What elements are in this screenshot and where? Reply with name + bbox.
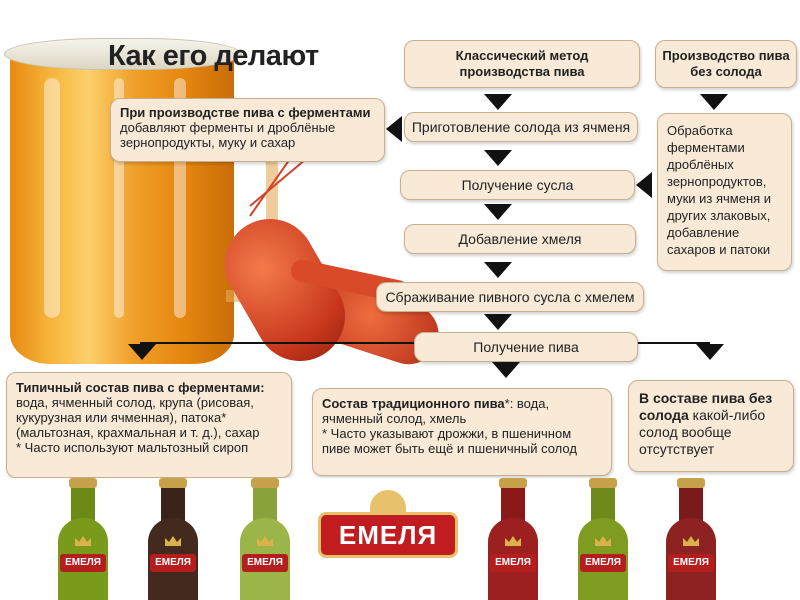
composition-no-malt-bold: В составе пива без солода [639,390,773,423]
branch-line-right [638,342,710,344]
bottle-brand-label: ЕМЕЛЯ [580,554,626,572]
arrow-down-1 [484,94,512,110]
arrow-down-enzyme-composition [128,344,156,360]
flow-step-fermentation-label: Сбраживание пивного сусла с хмелем [385,289,635,305]
bottles-strip: ЕМЕЛЯ ЕМЕЛЯ ЕМЕЛЯ ЕМЕЛЯ ЕМЕЛЯ ЕМЕЛЯ ЕМЕЛ… [0,478,800,600]
beer-glass-illustration [4,38,278,368]
composition-traditional-text: *: вода, ячменный солод, хмель [322,396,550,426]
arrow-down-4 [484,262,512,278]
flow-step-hops: Добавление хмеля [404,224,636,254]
no-malt-process: Обработка ферментами дроблёных зернопрод… [657,113,792,271]
bottle-brand-label: ЕМЕЛЯ [242,554,288,572]
bottle-brand-label: ЕМЕЛЯ [60,554,106,572]
flow-step-wort: Получение сусла [400,170,635,200]
bottle-brand-label: ЕМЕЛЯ [490,554,536,572]
arrow-down-5 [484,314,512,330]
enzyme-note: При производстве пива с ферментами добав… [110,98,385,162]
composition-traditional-note: * Часто указывают дрожжи, в пшеничном пи… [322,426,577,456]
flow-step-wort-label: Получение сусла [461,177,574,193]
branch-line-left [140,342,414,344]
composition-enzyme-note: * Часто используют мальтозный сироп [16,440,249,455]
bottle-brand-label: ЕМЕЛЯ [668,554,714,572]
arrow-down-traditional-composition [492,362,520,378]
flow-step-beer: Получение пива [414,332,638,362]
arrow-down-no-malt-composition [696,344,724,360]
bottle-green: ЕМЕЛЯ [56,478,110,600]
bottle-maroon: ЕМЕЛЯ [664,478,718,600]
flow-step-beer-label: Получение пива [473,339,579,355]
bottle-light-green: ЕМЕЛЯ [238,478,292,600]
no-malt-process-text: Обработка ферментами дроблёных зернопрод… [667,123,772,257]
method-no-malt-label: Производство пива без солода [662,48,790,79]
arrow-down-2 [484,150,512,166]
bottle-dark: ЕМЕЛЯ [146,478,200,600]
enzyme-note-text: добавляют ферменты и дроблёные зернопрод… [120,120,336,150]
bottle-brand-label: ЕМЕЛЯ [150,554,196,572]
composition-enzyme-bold: Типичный состав пива с ферментами: [16,380,265,395]
brand-logo-text: ЕМЕЛЯ [318,512,458,558]
crayfish-illustration [208,117,447,385]
flow-step-malt-label: Приготовление солода из ячменя [411,119,631,135]
flow-step-hops-label: Добавление хмеля [458,231,582,247]
bottle-olive: ЕМЕЛЯ [576,478,630,600]
flow-step-fermentation: Сбраживание пивного сусла с хмелем [376,282,644,312]
arrow-down-3 [484,204,512,220]
brand-logo: ЕМЕЛЯ [318,490,458,568]
composition-traditional: Состав традиционного пива*: вода, ячменн… [312,388,612,476]
composition-enzyme: Типичный состав пива с ферментами: вода,… [6,372,292,478]
composition-enzyme-text: вода, ячменный солод, крупа (рисовая, ку… [16,395,260,440]
flow-step-malt: Приготовление солода из ячменя [404,112,638,142]
arrow-down-no-malt [700,94,728,110]
arrow-left-enzyme [386,116,402,142]
enzyme-note-bold: При производстве пива с ферментами [120,105,371,120]
composition-traditional-bold: Состав традиционного пива [322,396,505,411]
page-title: Как его делают [108,40,319,72]
composition-no-malt: В составе пива без солода какой-либо сол… [628,380,794,472]
bottle-red: ЕМЕЛЯ [486,478,540,600]
method-no-malt: Производство пива без солода [655,40,797,88]
composition-no-malt-text: какой-либо солод вообще отсутствует [639,407,766,457]
method-classic-label: Классический метод производства пива [455,48,589,79]
arrow-left-no-malt [636,172,652,198]
method-classic: Классический метод производства пива [404,40,640,88]
